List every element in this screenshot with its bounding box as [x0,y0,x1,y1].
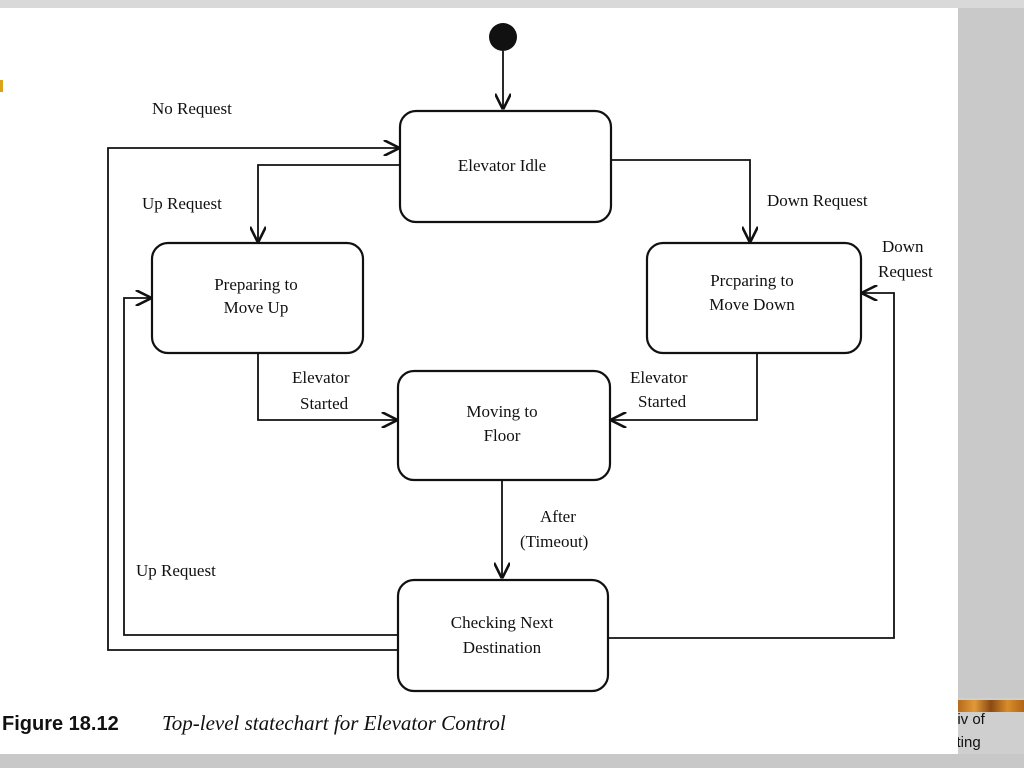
transition-up-request-bottom [123,298,398,636]
transition-elevator-started-left [257,353,396,420]
figure-number: Figure 18.12 [2,713,119,735]
label-no-request: No Request [152,99,232,118]
state-preparing-down: Prcparing to Move Down [645,241,863,355]
right-frame-panel [958,8,1024,698]
label-elevator-started-right-2: Started [638,392,687,411]
label-elevator-started-right-1: Elevator [630,368,688,387]
state-label-check-2: Destination [463,638,542,657]
state-checking-next: Checking Next Destination [396,578,610,693]
bottom-frame-bar [0,754,1024,768]
transition-up-request-top [258,164,400,241]
left-accent-mark [0,80,3,92]
transition-elevator-started-right [612,353,758,420]
footer-accent-strip [958,700,1024,712]
label-down-request-right-2: Request [878,262,933,281]
figure-caption: Top-level statechart for Elevator Contro… [162,711,506,735]
state-label-moving-2: Floor [484,426,521,445]
transition-down-request-top [611,159,750,241]
state-label-check-1: Checking Next [451,613,554,632]
label-elevator-started-left-2: Started [300,394,349,413]
top-frame-bar [0,0,1024,8]
footer-text-line2: sting [958,734,981,751]
label-down-request-right-1: Down [882,237,924,256]
transition-down-request-right [608,293,895,639]
label-timeout: (Timeout) [520,532,588,551]
state-elevator-idle: Elevator Idle [398,109,613,224]
transition-no-request [107,148,398,651]
statechart-diagram: Elevator Idle Preparing to Move Up Prcpa… [2,23,933,735]
state-label-prep-up-1: Preparing to [214,275,298,294]
state-preparing-up: Preparing to Move Up [150,241,365,355]
initial-state-dot [489,23,517,51]
label-up-request-top: Up Request [142,194,222,213]
state-label-idle: Elevator Idle [458,156,546,175]
state-label-moving-1: Moving to [466,402,537,421]
footer-text-line1: niv of [958,711,985,728]
state-moving-to-floor: Moving to Floor [396,369,612,482]
state-label-prep-up-2: Move Up [224,298,289,317]
label-elevator-started-left-1: Elevator [292,368,350,387]
label-down-request-top: Down Request [767,191,868,210]
label-after: After [540,507,576,526]
label-up-request-bottom: Up Request [136,561,216,580]
state-label-prep-down-1: Prcparing to [710,271,794,290]
state-label-prep-down-2: Move Down [709,295,795,314]
